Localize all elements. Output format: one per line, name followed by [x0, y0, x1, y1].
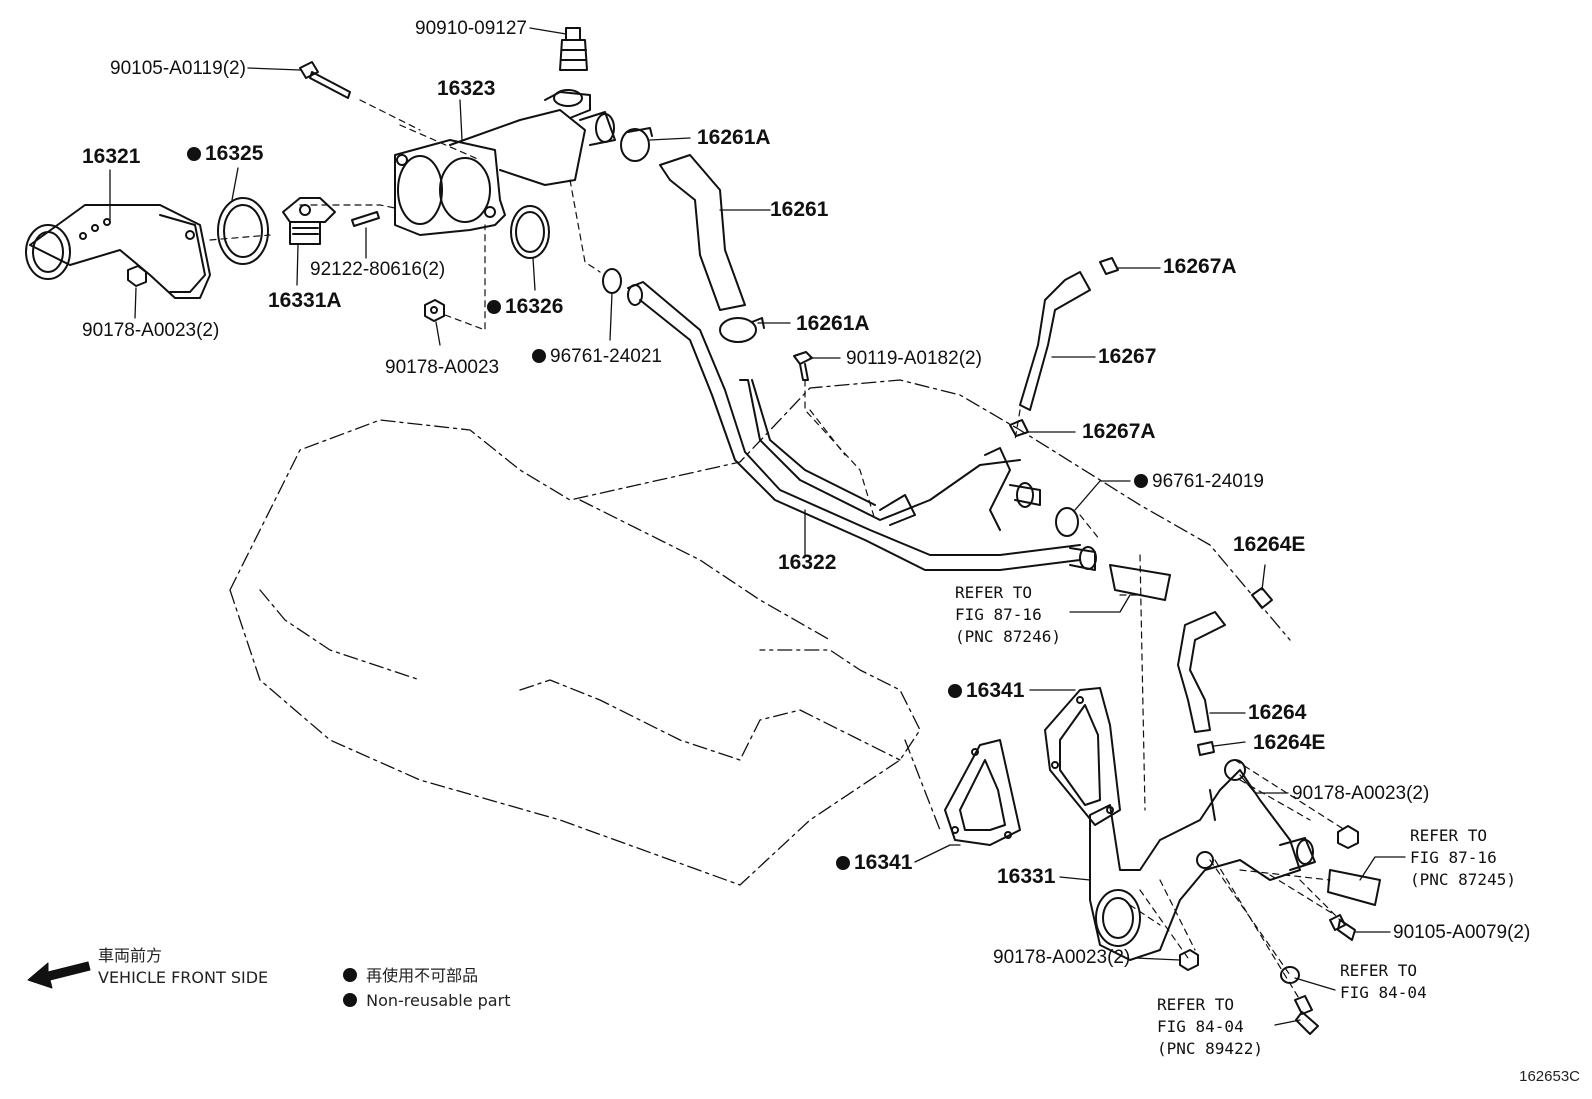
nonreusable-bullet-icon: [487, 300, 501, 314]
washer-ref-84-04: [1280, 966, 1300, 984]
label-90105-A0079: 90105-A0079(2): [1393, 922, 1531, 943]
label-16323: 16323: [437, 77, 496, 100]
label-16264E-top: 16264E: [1233, 533, 1306, 556]
thermostat-housing-16323: [394, 89, 616, 236]
label-16326: 16326: [487, 296, 563, 317]
bolt-90105-A0079: [1329, 914, 1356, 941]
label-16261: 16261: [770, 198, 829, 221]
label-16321: 16321: [82, 145, 141, 168]
label-16331A: 16331A: [268, 289, 342, 312]
clip-16264E-top: [1251, 587, 1273, 609]
gasket-16341-top: [1044, 687, 1121, 826]
clamp-16261A-mid: [719, 317, 765, 343]
stud-92122: [351, 211, 380, 227]
gasket-16341-bottom: [944, 739, 1021, 846]
nonreusable-bullet-icon: [1134, 474, 1148, 488]
label-90178-A0023: 90178-A0023: [385, 357, 500, 378]
nonreusable-bullet-icon: [343, 968, 357, 982]
label-16267: 16267: [1098, 345, 1157, 368]
label-16341-bottom: 16341: [836, 852, 912, 873]
label-16264: 16264: [1248, 701, 1307, 724]
legend-front-jp: 車両前方: [98, 946, 163, 965]
sensor-ref-89422: [1294, 995, 1319, 1035]
gasket-16326: [510, 205, 550, 259]
clip-16267A-bottom: [1009, 419, 1029, 437]
label-90910-09127: 90910-09127: [415, 18, 527, 39]
legend-front-en: VEHICLE FRONT SIDE: [98, 968, 269, 987]
sensor-90910-09127: [559, 27, 588, 71]
nonreusable-bullet-icon: [532, 349, 546, 363]
label-92122-80616: 92122-80616(2): [310, 259, 446, 280]
hose-16264: [1177, 611, 1226, 733]
label-16331: 16331: [997, 865, 1056, 888]
label-16267A-bottom: 16267A: [1082, 420, 1156, 443]
label-96761-24019-text: 96761-24019: [1152, 471, 1264, 492]
label-16267A-top: 16267A: [1163, 255, 1237, 278]
nut-90178-d: [1179, 949, 1199, 971]
ref-fig-87-16-pnc-87246: REFER TO FIG 87-16 (PNC 87246): [955, 583, 1061, 646]
label-90178-A0023-2-bottom: 90178-A0023(2): [993, 947, 1131, 968]
label-16341-top-text: 16341: [966, 679, 1025, 702]
ref-fig-84-04-pnc-89422: REFER TO FIG 84-04 (PNC 89422): [1157, 995, 1263, 1058]
oring-96761-24021: [602, 268, 622, 294]
ref-fig-84-04: REFER TO FIG 84-04: [1340, 961, 1427, 1002]
nonreusable-bullet-icon: [836, 856, 850, 870]
bypass-pipe-16322: [627, 281, 1097, 571]
ref-fig-87-16-pnc-87245: REFER TO FIG 87-16 (PNC 87245): [1410, 826, 1516, 889]
nut-90178-c: [1337, 825, 1359, 849]
label-16261A-mid: 16261A: [796, 312, 870, 335]
nut-90178-b: [424, 299, 445, 322]
leader-lines: [109, 27, 1406, 1026]
hose-16267: [1019, 271, 1091, 411]
nonreusable-bullet-icon: [187, 147, 201, 161]
label-16325-text: 16325: [205, 142, 264, 165]
illustration-id: 162653C: [1519, 1068, 1580, 1085]
hose-ref-87246: [1109, 564, 1171, 601]
label-16325: 16325: [187, 143, 263, 164]
nonreusable-bullet-icon: [948, 684, 962, 698]
oring-96761-24019: [1055, 507, 1079, 537]
vehicle-front-arrow: [27, 961, 91, 989]
label-16322: 16322: [778, 551, 837, 574]
label-90178-A0023-2-left: 90178-A0023(2): [82, 320, 220, 341]
label-90178-A0023-2-right: 90178-A0023(2): [1292, 783, 1430, 804]
hose-16261: [659, 154, 746, 311]
thermostat-16331A: [282, 197, 336, 245]
engine-outline: [229, 379, 1291, 886]
label-16341-top: 16341: [948, 680, 1024, 701]
label-96761-24021-text: 96761-24021: [550, 346, 662, 367]
clip-16267A-top: [1099, 257, 1119, 275]
legend-nonreusable-en: Non-reusable part: [343, 991, 510, 1010]
label-16341-bottom-text: 16341: [854, 851, 913, 874]
clip-16264E-bottom: [1197, 741, 1215, 756]
nonreusable-bullet-icon: [343, 993, 357, 1007]
legend-nonreusable-en-text: Non-reusable part: [366, 991, 511, 1010]
label-16261A-top: 16261A: [697, 126, 771, 149]
bolt-90105-A0119: [299, 61, 351, 99]
label-16264E-bottom: 16264E: [1253, 731, 1326, 754]
clamp-16261A-top: [620, 127, 653, 162]
legend-nonreusable-jp: 再使用不可部品: [343, 966, 478, 985]
water-outlet-16321: [25, 204, 211, 299]
gasket-16325: [217, 197, 269, 265]
label-16326-text: 16326: [505, 295, 564, 318]
label-96761-24019: 96761-24019: [1134, 472, 1264, 491]
bolt-90119-A0182: [793, 351, 813, 381]
assembly-lines: [209, 99, 1346, 1001]
hose-ref-87245: [1327, 869, 1381, 906]
label-90105-A0119: 90105-A0119(2): [110, 58, 246, 79]
legend-nonreusable-jp-text: 再使用不可部品: [366, 966, 479, 985]
nut-90178-a: [127, 265, 147, 287]
label-90119-A0182: 90119-A0182(2): [846, 348, 982, 369]
label-96761-24021: 96761-24021: [532, 347, 662, 366]
